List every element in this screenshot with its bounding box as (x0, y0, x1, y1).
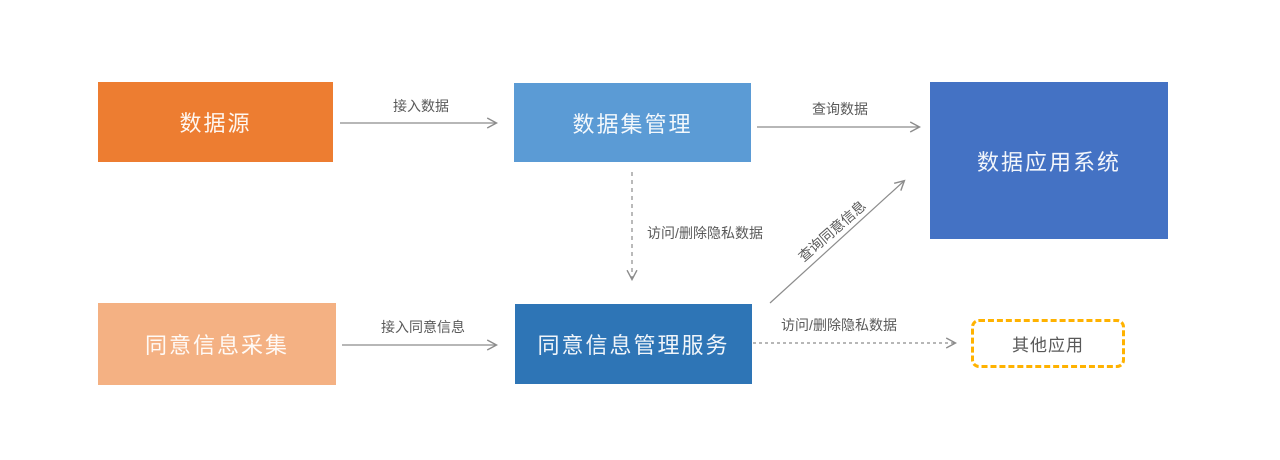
node-dataset-management: 数据集管理 (514, 83, 751, 162)
edge-label-query-data: 查询数据 (812, 101, 868, 117)
node-data-application-system: 数据应用系统 (930, 82, 1168, 239)
node-other-applications-label: 其他应用 (1012, 336, 1084, 355)
edge-query-consent-info-line (769, 179, 906, 304)
node-data-source: 数据源 (98, 82, 333, 162)
node-dataset-management-label: 数据集管理 (572, 111, 693, 137)
node-consent-info-collection-label: 同意信息采集 (144, 333, 289, 358)
edge-label-access-consent-info: 接入同意信息 (381, 319, 465, 335)
node-data-application-system-label: 数据应用系统 (976, 149, 1121, 175)
edge-label-access-delete-private-data-horizontal: 访问/删除隐私数据 (781, 317, 897, 333)
node-data-source-label: 数据源 (179, 111, 252, 136)
node-consent-info-management-service-label: 同意信息管理服务 (537, 333, 730, 358)
node-other-applications: 其他应用 (971, 319, 1125, 368)
edge-label-access-delete-private-data-vertical: 访问/删除隐私数据 (647, 225, 763, 241)
edge-label-access-data: 接入数据 (393, 98, 449, 114)
node-consent-info-management-service: 同意信息管理服务 (515, 304, 752, 384)
edge-label-query-consent-info: 查询同意信息 (795, 197, 869, 265)
node-consent-info-collection: 同意信息采集 (98, 303, 336, 385)
